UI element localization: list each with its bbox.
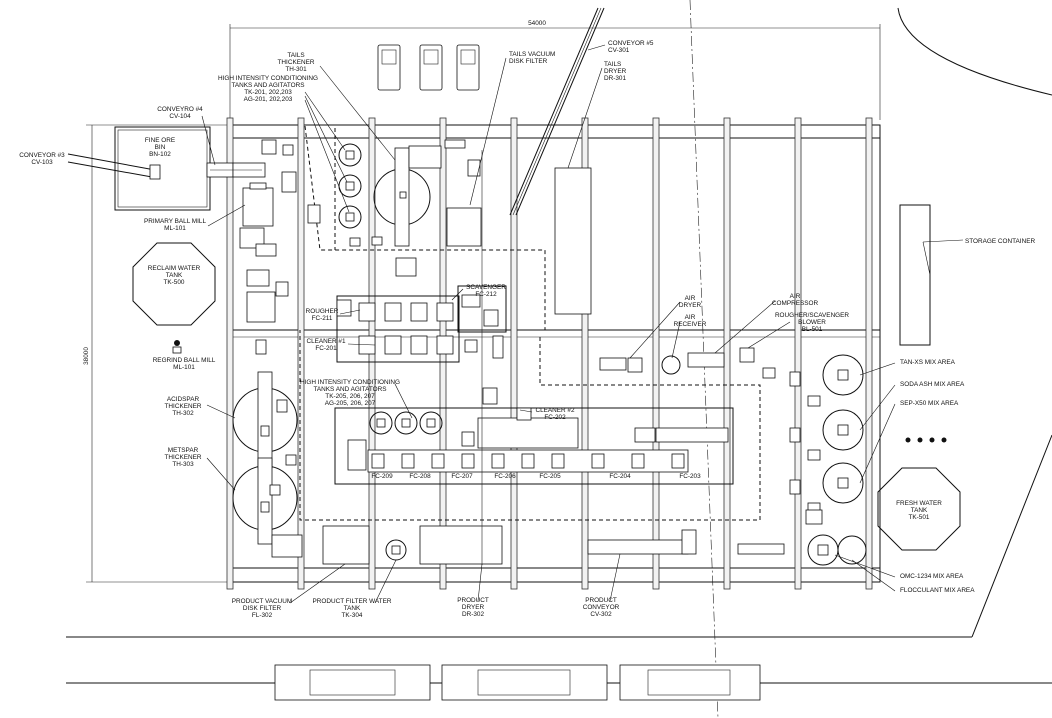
misc-equipment-lower [461, 387, 532, 447]
primary-ball-mill [239, 139, 297, 257]
regrind-ball-mill [246, 269, 289, 355]
structural-columns [226, 117, 873, 590]
leader-lines [201, 44, 964, 604]
conveyor-4 [206, 162, 266, 178]
label-storage-container: STORAGE CONTAINER [965, 238, 1035, 245]
dimension-lines: 54000 38000 [83, 20, 881, 583]
flotation-cells-lower [371, 453, 685, 469]
label-soda-ash: SODA ASH MIX AREA [900, 381, 965, 388]
label-flocculant: FLOCCULANT MIX AREA [900, 587, 975, 594]
label-cell-fc209: FC-209 [371, 473, 393, 480]
label-cell-fc206: FC-206 [494, 473, 516, 480]
metspar-thickener [232, 457, 298, 545]
height-dimension: 38000 [83, 347, 90, 365]
area-boundary-dashed [299, 125, 761, 521]
product-area [322, 150, 697, 565]
tails-thickener [373, 147, 431, 247]
omc-flocculant-tanks [737, 534, 867, 566]
reclaim-water-tank [132, 242, 216, 326]
air-system [599, 347, 776, 379]
conveyor-5 [509, 7, 605, 216]
fresh-water-tank [877, 467, 961, 551]
cleaner-2-cell-bank [334, 407, 734, 485]
reagent-mix-tanks [789, 354, 864, 525]
conditioning-tanks-205-207 [369, 411, 443, 435]
label-cell-fc203: FC-203 [679, 473, 701, 480]
regrind-pump [172, 340, 182, 354]
label-cell-fc208: FC-208 [409, 473, 431, 480]
storage-container [899, 204, 931, 346]
small-pumps [905, 437, 947, 443]
rail-cars [274, 664, 761, 701]
rougher-cell-bank [336, 295, 460, 363]
scavenger-cell [457, 285, 507, 359]
label-sepx50: SEP-X50 MIX AREA [900, 400, 959, 407]
conveyor-3 [67, 153, 161, 180]
thickener-pumps [269, 399, 303, 558]
label-cell-fc207: FC-207 [451, 473, 473, 480]
conditioning-tanks-201-203 [338, 143, 362, 229]
haul-trucks [377, 44, 480, 91]
label-tanxs: TAN-XS MIX AREA [900, 359, 956, 366]
label-omc: OMC-1234 MIX AREA [900, 573, 964, 580]
label-cell-fc204: FC-204 [609, 473, 631, 480]
label-cell-fc205: FC-205 [539, 473, 561, 480]
acidspar-thickener [232, 371, 298, 469]
width-dimension: 54000 [528, 20, 546, 27]
misc-equipment-upper [307, 139, 592, 315]
